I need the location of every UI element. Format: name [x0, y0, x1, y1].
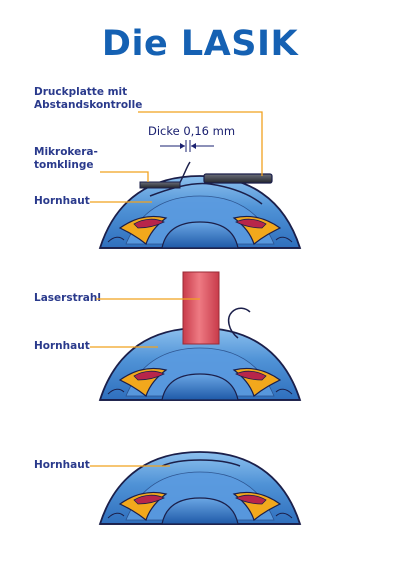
flap-1 [149, 182, 263, 205]
plate-label-line2: Abstandskontrolle [34, 99, 143, 111]
cornea-label-1: Hornhaut [34, 195, 90, 207]
thickness-label: Dicke 0,16 mm [148, 124, 236, 138]
microkeratome-blade [139, 181, 181, 189]
eye-panel-3 [99, 451, 301, 525]
thickness-arrowhead-left [180, 143, 185, 149]
laser-label: Laserstrahl [34, 292, 101, 304]
flap-2 [227, 307, 251, 339]
laser-beam [182, 271, 220, 345]
page-title: Die LASIK [101, 24, 299, 64]
leader-lines-panel-2 [90, 298, 200, 348]
cornea-label-3: Hornhaut [34, 459, 90, 471]
plate-label-line1: Druckplatte mit [34, 86, 128, 98]
blade-label-line1: Mikrokera- [34, 146, 98, 158]
blade-label-line2: tomklinge [34, 159, 94, 171]
eye-panel-1 [99, 175, 301, 249]
leader-lines-panel-1 [90, 111, 263, 203]
thickness-arrowhead-right [191, 143, 196, 149]
pressure-plate [203, 173, 273, 184]
flap-3 [161, 459, 241, 467]
cornea-label-2: Hornhaut [34, 340, 90, 352]
